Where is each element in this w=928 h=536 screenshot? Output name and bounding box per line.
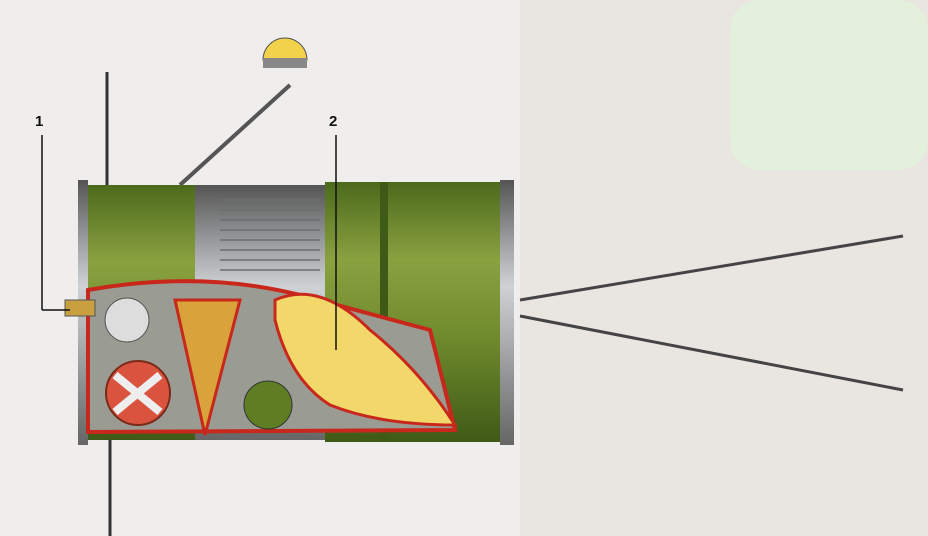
rod-antenna-upper (519, 234, 904, 302)
sensor-boom (178, 83, 292, 187)
green-patch (730, 0, 928, 170)
green-sphere (243, 380, 293, 430)
sensor-dome (262, 37, 308, 61)
callout-label-2: 2 (329, 113, 338, 130)
rod-antenna-lower (519, 314, 904, 392)
fuel-tank (273, 292, 458, 427)
central-compartment (173, 298, 242, 436)
callout-label-1: 1 (35, 113, 44, 130)
